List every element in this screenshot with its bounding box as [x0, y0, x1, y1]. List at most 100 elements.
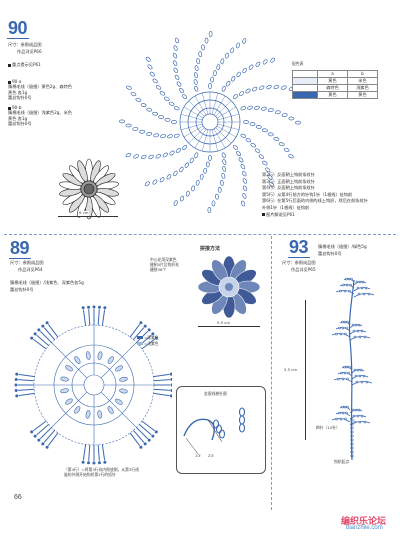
chain-stitch: [350, 426, 354, 430]
leaf-loop: [346, 320, 349, 324]
tassel-strand: [47, 323, 59, 338]
tassel-bead: [14, 383, 18, 387]
variant-b: 90-b 腈棉毛线（极细）浅紫色2g、米色 黄色 各1g 蕾丝钩针0号: [8, 105, 72, 127]
leaf-loop: [356, 368, 360, 372]
chain-loop: [283, 147, 290, 152]
chain-loop: [125, 153, 132, 158]
stitch-line: [194, 95, 207, 116]
leaf-loop: [347, 371, 350, 375]
doily-90-chart: [119, 31, 301, 213]
chain-loop: [195, 179, 200, 186]
key-point: 重点提示见P61: [8, 62, 41, 67]
stitch-line: [180, 123, 203, 130]
leaf-loop: [358, 335, 362, 339]
chain-loop: [270, 57, 276, 63]
chain-loop: [260, 106, 267, 111]
chain-loop: [231, 76, 236, 82]
leaf-loop: [354, 408, 358, 412]
chain-loop: [269, 182, 275, 188]
chain-loop: [206, 161, 210, 168]
leaf-loop: [359, 368, 363, 372]
chain-loop: [207, 207, 212, 213]
chain-stitch: [350, 434, 354, 438]
stitch-line: [194, 128, 207, 149]
chain-loop: [193, 72, 198, 78]
tassel-strand: [18, 388, 35, 391]
leaf-loop: [351, 408, 355, 412]
tassel-bead: [103, 306, 107, 310]
legend-dark: =深紫色: [137, 335, 159, 341]
flower-89-illustration: [197, 255, 261, 319]
chain-stitch: [350, 454, 354, 458]
leaf-loop: [350, 277, 353, 281]
stitch-line: [213, 95, 226, 116]
chain-loop: [267, 174, 273, 180]
chain-loop: [261, 128, 268, 133]
chain-loop: [174, 37, 179, 44]
chain-loop: [145, 56, 151, 62]
assembly-note: 中心花用深紫色 缝制4片后钩织毛 缠绕36个: [150, 257, 179, 272]
chain-loop: [174, 74, 180, 80]
chain-loop: [274, 110, 281, 115]
leaf-loop: [358, 280, 362, 284]
chain-stitch: [350, 442, 354, 446]
chain-loop: [185, 190, 190, 197]
leaf-loop: [353, 368, 357, 372]
leaf-loop: [346, 405, 349, 409]
start-label: 钩织起点: [334, 459, 350, 464]
chain-loop: [173, 170, 178, 177]
stitch-line: [213, 128, 226, 149]
chain-loop: [126, 85, 132, 90]
tassel-strand: [153, 392, 170, 397]
leaf-loop: [341, 411, 345, 415]
chain-loop: [159, 91, 166, 96]
hook-step-1: 1③: [195, 453, 201, 458]
petal-loop: [115, 365, 123, 372]
stitch-line: [183, 106, 204, 119]
flower-center-inner: [225, 283, 233, 291]
tassel-strand: [138, 423, 152, 436]
leaf-loop: [353, 420, 357, 424]
chain-loop: [210, 76, 214, 83]
tassel-bead: [97, 305, 101, 309]
stitch-line: [215, 127, 232, 144]
stitch-line: [51, 391, 88, 428]
chain-loop: [189, 157, 194, 164]
chain-loop: [203, 167, 207, 174]
chain-loop: [196, 58, 201, 65]
chain-loop: [130, 92, 137, 97]
leaf-loop: [362, 374, 366, 378]
leaf-loop: [354, 323, 358, 327]
tassel-strand: [129, 323, 141, 338]
tassel-strand: [39, 427, 52, 440]
leaf-loop: [356, 286, 360, 290]
petal-loop: [97, 351, 103, 360]
petal-loop: [107, 406, 114, 414]
leaf-loop: [352, 329, 356, 333]
chain-loop: [194, 85, 199, 92]
row-note-89: （第4行）=将第3行向内侧放倒，从第3行线 量的外侧开始钩织第2行的短针: [64, 467, 139, 477]
chain-loop: [222, 159, 227, 165]
chain-loop: [182, 144, 188, 150]
tassel-strand: [153, 388, 170, 391]
leaf-loop: [360, 286, 364, 290]
stitch-line: [211, 129, 218, 152]
tassel-bead: [37, 328, 41, 332]
leaf-loop: [352, 414, 356, 418]
tassel-strand: [97, 309, 100, 326]
pattern-number-underline: [9, 258, 31, 259]
chain-loop: [238, 157, 244, 163]
chain-loop: [180, 195, 185, 202]
variant-a: 90-a 腈棉毛线（极细）黄色2g、森特色 黄色 各1g 蕾丝钩针0号: [8, 79, 72, 101]
pattern-number-underline: [288, 257, 310, 258]
leaf-loop: [360, 414, 364, 418]
chain-loop: [221, 85, 226, 92]
stitch-line: [183, 125, 204, 138]
chain-loop: [295, 120, 301, 125]
chain-stitch: [350, 446, 354, 450]
chain-loop: [132, 127, 139, 131]
chain-loop: [220, 58, 225, 65]
petal-loop: [65, 398, 73, 405]
tassel-strand: [153, 379, 170, 382]
